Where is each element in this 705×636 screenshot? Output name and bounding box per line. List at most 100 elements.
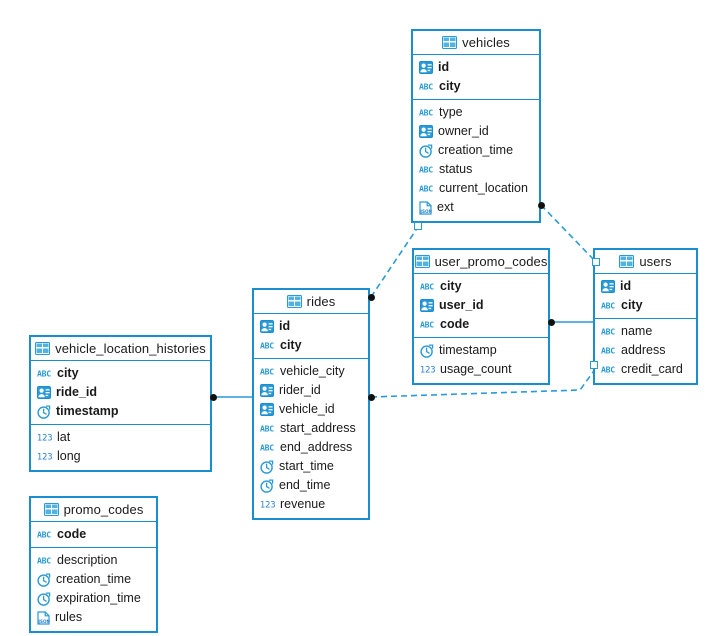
primary-key-row-id[interactable]: id	[595, 277, 696, 296]
relationship-endpoint-dot-user-promo-codes-to-users[interactable]	[547, 318, 555, 326]
123-number-icon: 123	[260, 499, 275, 510]
svg-text:123: 123	[260, 500, 275, 510]
relationship-endpoint-dot-vehicles-to-rides[interactable]	[367, 293, 375, 301]
table-header-promo_codes[interactable]: promo_codes	[31, 498, 156, 522]
column-name: id	[438, 60, 450, 74]
table-title: vehicle_location_histories	[55, 341, 206, 356]
primary-key-row-city[interactable]: ABC city	[31, 364, 210, 383]
relationship-endpoint-square-rides-to-users[interactable]	[590, 361, 598, 369]
column-section: 123 lat 123 long	[31, 425, 210, 470]
column-name: vehicle_id	[279, 402, 335, 416]
column-row-owner_id[interactable]: owner_id	[413, 122, 539, 141]
primary-key-section: ABC city ride_id timestamp	[31, 361, 210, 425]
column-section: ABC name ABC address ABC credit_card	[595, 319, 696, 383]
primary-key-row-user_id[interactable]: user_id	[414, 296, 548, 315]
table-promo_codes[interactable]: promo_codes ABC code ABC description cre…	[29, 496, 158, 633]
column-row-timestamp[interactable]: timestamp	[414, 341, 548, 360]
svg-text:ABC: ABC	[419, 82, 433, 92]
table-header-vehicles[interactable]: vehicles	[413, 31, 539, 55]
column-row-start_time[interactable]: start_time	[254, 457, 368, 476]
relationship-endpoint-square-vehicles-to-rides[interactable]	[414, 222, 422, 230]
column-name: city	[57, 366, 79, 380]
column-section: timestamp 123 usage_count	[414, 338, 548, 383]
column-row-description[interactable]: ABC description	[31, 551, 156, 570]
column-name: code	[440, 317, 470, 331]
table-header-user_promo_codes[interactable]: user_promo_codes	[414, 250, 548, 274]
relationship-line-vehicles-to-rides[interactable]	[370, 226, 419, 298]
column-name: expiration_time	[56, 591, 141, 605]
table-grid-icon	[414, 255, 430, 268]
table-vehicles[interactable]: vehicles id ABC city ABC type owner_id	[411, 29, 541, 223]
column-name: usage_count	[440, 362, 512, 376]
column-name: name	[621, 324, 653, 338]
table-vehicle_location_histories[interactable]: vehicle_location_histories ABC city ride…	[29, 335, 212, 472]
column-name: long	[57, 449, 81, 463]
svg-text:ABC: ABC	[37, 369, 51, 379]
column-row-credit_card[interactable]: ABC credit_card	[595, 360, 696, 379]
table-header-users[interactable]: users	[595, 250, 696, 274]
primary-key-row-timestamp[interactable]: timestamp	[31, 402, 210, 421]
column-row-vehicle_city[interactable]: ABC vehicle_city	[254, 362, 368, 381]
column-name: start_time	[279, 459, 334, 473]
column-name: timestamp	[56, 404, 119, 418]
column-row-rider_id[interactable]: rider_id	[254, 381, 368, 400]
column-name: type	[439, 105, 463, 119]
table-header-rides[interactable]: rides	[254, 290, 368, 314]
primary-key-section: id ABC city	[254, 314, 368, 359]
column-name: rules	[55, 610, 83, 624]
table-grid-icon	[286, 295, 302, 308]
column-row-revenue[interactable]: 123 revenue	[254, 495, 368, 514]
column-row-address[interactable]: ABC address	[595, 341, 696, 360]
id-badge-icon	[420, 299, 434, 312]
column-name: user_id	[439, 298, 484, 312]
svg-text:ABC: ABC	[601, 346, 615, 356]
column-name: address	[621, 343, 666, 357]
primary-key-row-ride_id[interactable]: ride_id	[31, 383, 210, 402]
abc-text-icon: ABC	[260, 340, 275, 351]
column-row-lat[interactable]: 123 lat	[31, 428, 210, 447]
column-name: status	[439, 162, 473, 176]
relationship-endpoint-square-vehicles-to-users[interactable]	[592, 258, 600, 266]
table-user_promo_codes[interactable]: user_promo_codes ABC city user_id ABC co…	[412, 248, 550, 385]
column-row-end_address[interactable]: ABC end_address	[254, 438, 368, 457]
column-name: city	[280, 338, 302, 352]
column-row-rules[interactable]: JSON rules	[31, 608, 156, 627]
id-badge-icon	[601, 280, 615, 293]
column-row-type[interactable]: ABC type	[413, 103, 539, 122]
column-row-vehicle_id[interactable]: vehicle_id	[254, 400, 368, 419]
column-row-ext[interactable]: JSON ext	[413, 198, 539, 217]
primary-key-row-city[interactable]: ABC city	[414, 277, 548, 296]
primary-key-row-city[interactable]: ABC city	[595, 296, 696, 315]
column-row-current_location[interactable]: ABC current_location	[413, 179, 539, 198]
primary-key-row-city[interactable]: ABC city	[254, 336, 368, 355]
svg-text:ABC: ABC	[419, 184, 433, 194]
primary-key-row-city[interactable]: ABC city	[413, 77, 539, 96]
table-header-vehicle_location_histories[interactable]: vehicle_location_histories	[31, 337, 210, 361]
column-row-creation_time[interactable]: creation_time	[413, 141, 539, 160]
column-row-usage_count[interactable]: 123 usage_count	[414, 360, 548, 379]
primary-key-row-code[interactable]: ABC code	[31, 525, 156, 544]
primary-key-section: id ABC city	[595, 274, 696, 319]
relationship-endpoint-dot-vehicles-to-users[interactable]	[537, 201, 545, 209]
column-row-creation_time[interactable]: creation_time	[31, 570, 156, 589]
column-row-start_address[interactable]: ABC start_address	[254, 419, 368, 438]
clock-icon	[37, 591, 51, 606]
primary-key-row-id[interactable]: id	[413, 58, 539, 77]
relationship-endpoint-dot-rides-to-users[interactable]	[367, 393, 375, 401]
primary-key-row-code[interactable]: ABC code	[414, 315, 548, 334]
column-row-status[interactable]: ABC status	[413, 160, 539, 179]
table-users[interactable]: users id ABC city ABC name ABC address A…	[593, 248, 698, 385]
svg-text:123: 123	[37, 452, 52, 462]
column-name: city	[439, 79, 461, 93]
column-row-expiration_time[interactable]: expiration_time	[31, 589, 156, 608]
column-name: ext	[437, 200, 454, 214]
table-rides[interactable]: rides id ABC city ABC vehicle_city rider…	[252, 288, 370, 520]
column-row-long[interactable]: 123 long	[31, 447, 210, 466]
relationship-endpoint-dot-vehicle-location-histories-to-rides[interactable]	[209, 393, 217, 401]
table-grid-icon	[43, 503, 59, 516]
primary-key-row-id[interactable]: id	[254, 317, 368, 336]
column-row-end_time[interactable]: end_time	[254, 476, 368, 495]
column-row-name[interactable]: ABC name	[595, 322, 696, 341]
svg-text:ABC: ABC	[601, 365, 615, 375]
